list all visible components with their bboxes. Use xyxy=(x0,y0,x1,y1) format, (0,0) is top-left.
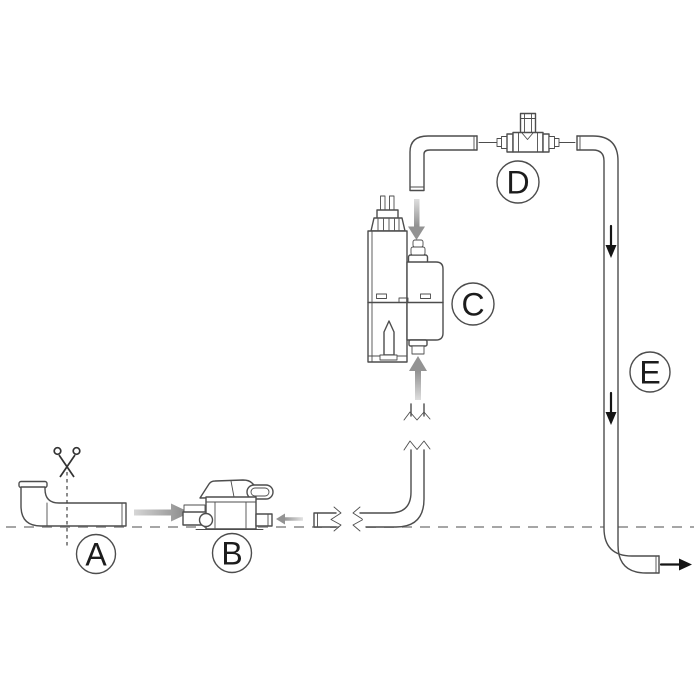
outlet-stub xyxy=(255,513,273,527)
label-a: A xyxy=(75,533,117,575)
ribbed-cap xyxy=(370,217,406,232)
component-b-collection-unit xyxy=(182,479,274,530)
top-port xyxy=(519,112,537,136)
tube-outer-edge xyxy=(409,135,478,191)
barb-left-large xyxy=(501,136,508,149)
label-d: D xyxy=(496,160,540,204)
upper-stub xyxy=(410,403,425,417)
connecting-tube-with-breaks xyxy=(313,403,431,532)
float-probe-base xyxy=(379,354,398,361)
label-b-text: B xyxy=(221,536,242,572)
pipe-break-icon xyxy=(330,506,342,532)
lid-clip-inner xyxy=(250,487,270,497)
barb-right-large xyxy=(548,136,555,149)
flow-arrow-left-icon xyxy=(276,513,303,525)
outlet-nozzle xyxy=(411,345,425,355)
component-a-drain-elbow xyxy=(18,446,127,548)
label-c-text: C xyxy=(461,287,484,323)
power-wires xyxy=(380,195,395,212)
outlet-nozzle-flange xyxy=(408,339,428,347)
elbow-tube-inner-edge xyxy=(359,449,412,514)
tube-outer-edge xyxy=(576,135,660,574)
flow-arrow-down-icon xyxy=(605,391,617,425)
flow-arrow-up-icon xyxy=(409,356,427,400)
label-c: C xyxy=(451,282,495,326)
tube-segment-fill xyxy=(314,513,336,527)
label-a-text: A xyxy=(85,537,107,573)
elbow-pipe-body xyxy=(20,486,127,527)
pipe-break-icon xyxy=(403,411,431,421)
barb-left-small xyxy=(496,138,502,147)
label-e-text: E xyxy=(639,355,660,391)
inlet-nozzle-rib xyxy=(410,246,426,256)
outlet-flow-arrow-icon xyxy=(659,558,692,571)
inlet-nozzle-tip xyxy=(412,239,424,248)
unit-foot xyxy=(198,512,214,528)
tube-inner-edge xyxy=(423,149,478,191)
top-port-inner xyxy=(520,113,536,134)
cap-ribs xyxy=(377,218,400,231)
label-b: B xyxy=(211,532,253,574)
notch xyxy=(398,297,409,303)
component-d-tee-fitting xyxy=(478,112,576,153)
tube-inner-edge xyxy=(576,149,660,557)
reservoir xyxy=(406,261,444,341)
fitting-v-notch xyxy=(521,132,534,140)
tube-segment xyxy=(313,512,337,528)
fitting-body xyxy=(512,131,544,153)
scissors-icon xyxy=(53,446,81,478)
vent-slot-left xyxy=(376,293,387,299)
elbow-tube-outer-edge xyxy=(365,449,425,528)
flange-right xyxy=(542,133,550,153)
component-e-drain-tube xyxy=(576,135,692,574)
component-c-pump-unit xyxy=(367,195,444,363)
flange-left xyxy=(506,133,514,153)
flow-arrow-down-icon xyxy=(605,224,617,258)
fitting-body-seams xyxy=(518,132,538,153)
elbow-tube-fill xyxy=(360,449,424,527)
vent-slot-right xyxy=(420,293,431,299)
barb-right-small xyxy=(554,138,560,147)
lid-seam xyxy=(230,480,235,498)
label-d-text: D xyxy=(506,165,529,201)
tube-c-to-d xyxy=(409,135,478,192)
flow-arrow-down-icon xyxy=(408,199,425,240)
label-e: E xyxy=(629,351,671,393)
flow-arrow-right-icon xyxy=(134,503,190,522)
pipe-break-icon xyxy=(403,440,431,451)
break-gap-mask xyxy=(339,506,358,532)
